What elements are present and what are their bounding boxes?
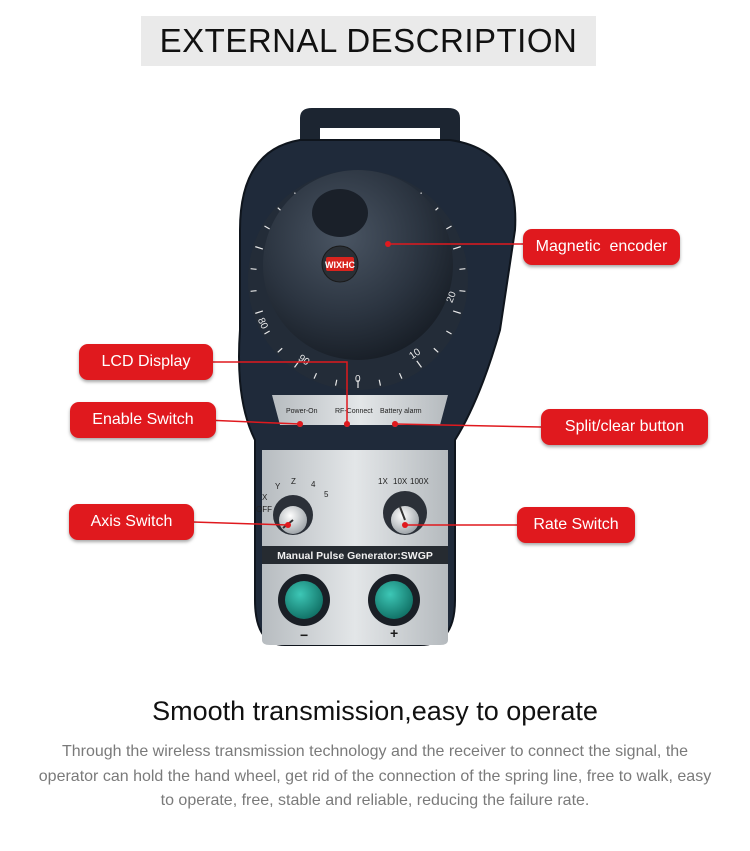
axis-label-z: Z xyxy=(291,477,296,486)
rate-label-100x: 100X xyxy=(410,477,429,486)
page-title: EXTERNAL DESCRIPTION xyxy=(159,22,578,59)
minus-label: − xyxy=(300,627,308,643)
rf-connect-label: RF-Connect xyxy=(335,408,373,415)
axis-label-y: Y xyxy=(275,482,281,491)
dial-number-0: 0 xyxy=(355,374,361,385)
minus-button xyxy=(285,581,323,619)
leader-enable-switch xyxy=(204,419,301,425)
rate-label-10x: 10X xyxy=(393,477,408,486)
leader-axis-switch xyxy=(192,521,289,526)
battery-alarm-label: Battery alarm xyxy=(380,408,422,415)
nameplate-bar xyxy=(262,546,448,564)
nameplate-text: Manual Pulse Generator:SWGP xyxy=(277,550,433,562)
callout-magnetic-encoder-label: Magnetic encoder xyxy=(535,238,668,255)
callout-lcd-display: LCD Display xyxy=(79,344,213,380)
callout-split-clear-button-label: Split/clear button xyxy=(564,418,685,435)
leader-split-clear xyxy=(394,423,542,428)
axis-label-5: 5 xyxy=(324,490,329,499)
callout-enable-switch-label: Enable Switch xyxy=(92,411,194,428)
rate-label-1x: 1X xyxy=(378,477,388,486)
handwheel-device-image: 0 10 20 80 90 WIXHC Power-On RF-Connect … xyxy=(192,108,542,646)
axis-label-off: OFF xyxy=(256,505,272,514)
power-on-label: Power-On xyxy=(286,408,318,415)
device-handle xyxy=(300,108,460,150)
title-banner: EXTERNAL DESCRIPTION xyxy=(141,16,596,66)
callout-rate-switch: Rate Switch xyxy=(517,507,635,543)
section-heading: Smooth transmission,easy to operate xyxy=(152,696,598,726)
callout-rate-switch-label: Rate Switch xyxy=(533,516,619,533)
indicator-panel xyxy=(272,395,448,425)
callout-lcd-display-label: LCD Display xyxy=(101,353,191,370)
plus-button xyxy=(375,581,413,619)
description-text: Through the wireless transmission techno… xyxy=(38,743,712,809)
callout-split-clear-button: Split/clear button xyxy=(541,409,708,445)
callout-magnetic-encoder: Magnetic encoder xyxy=(523,229,680,265)
leader-lcd-display xyxy=(212,361,348,424)
callout-axis-switch-label: Axis Switch xyxy=(90,513,173,530)
axis-label-4: 4 xyxy=(311,480,316,489)
plus-label: + xyxy=(390,625,398,641)
finger-grip xyxy=(312,189,368,237)
logo-text: WIXHC xyxy=(325,260,355,270)
callout-enable-switch: Enable Switch xyxy=(70,402,216,438)
axis-label-x: X xyxy=(262,493,268,502)
dial-number-80: 80 xyxy=(255,316,270,331)
callout-axis-switch: Axis Switch xyxy=(69,504,194,540)
